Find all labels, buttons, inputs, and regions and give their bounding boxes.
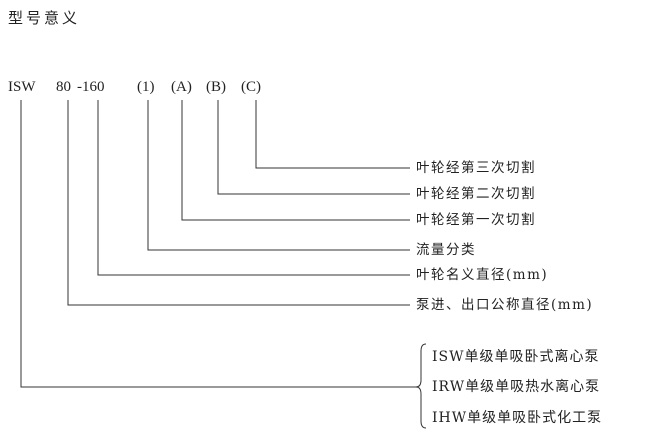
code-cut1: (1) (137, 79, 155, 95)
label-diameter: 泵进、出口公称直径(mm) (416, 297, 594, 313)
code-cutC: (C) (241, 79, 261, 95)
connector-prefix (20, 100, 416, 388)
label-impeller: 叶轮名义直径(mm) (416, 267, 549, 283)
connector-cutB (217, 100, 410, 195)
label-cut1: 流量分类 (416, 242, 476, 258)
connector-cutC (255, 100, 410, 169)
connector-diameter (67, 100, 410, 306)
series-brace (415, 343, 427, 429)
series-item-ihw: IHW单级单吸卧式化工泵 (432, 410, 603, 426)
code-cutB: (B) (206, 79, 226, 95)
connector-impeller (97, 100, 410, 276)
connector-cutA (181, 100, 410, 221)
label-cutA: 叶轮经第一次切割 (416, 212, 536, 228)
series-item-isw: ISW单级单吸卧式离心泵 (432, 349, 600, 365)
series-item-irw: IRW单级单吸热水离心泵 (432, 379, 601, 395)
code-diameter: 80 (56, 79, 71, 95)
code-impeller: -160 (77, 79, 105, 95)
label-cutC: 叶轮经第三次切割 (416, 160, 536, 176)
page-title: 型号意义 (8, 9, 81, 27)
connector-cut1 (147, 100, 410, 251)
label-cutB: 叶轮经第二次切割 (416, 186, 536, 202)
code-prefix: ISW (8, 79, 36, 95)
code-cutA: (A) (171, 79, 192, 95)
